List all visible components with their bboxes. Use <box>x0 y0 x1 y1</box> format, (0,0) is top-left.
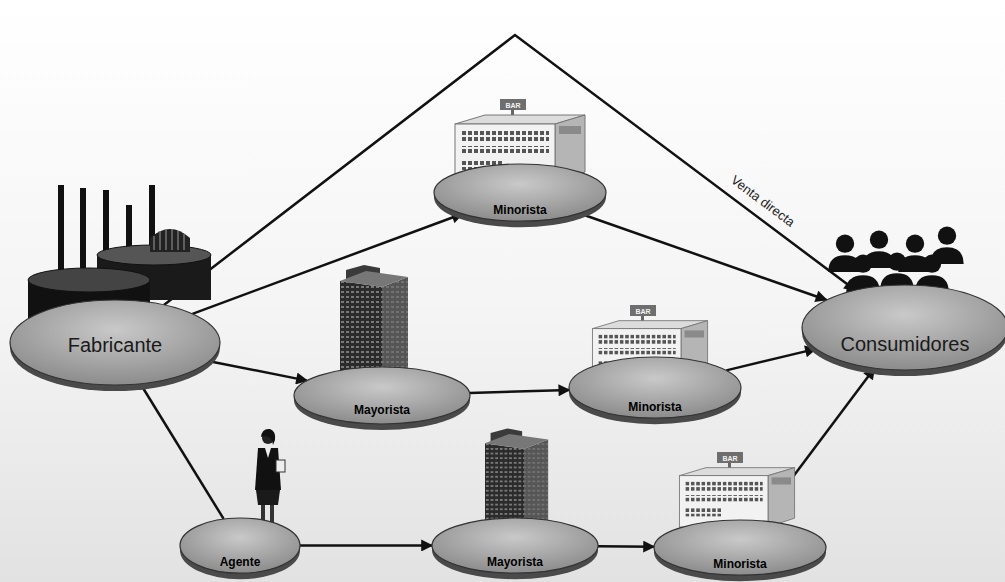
sign-holder: BAR <box>635 307 650 314</box>
node-label: Fabricante <box>68 333 163 357</box>
channel-platform: Minorista <box>652 519 828 581</box>
platform-ellipse <box>292 366 472 430</box>
node-label: Mayorista <box>354 403 410 417</box>
channel-platform: Fabricante <box>8 299 222 391</box>
channel-arrow <box>300 544 432 547</box>
channel-arrow <box>192 214 462 314</box>
shop-sign: BAR <box>722 454 737 461</box>
shop-building <box>679 452 794 527</box>
consumer-group <box>828 227 963 293</box>
platform-ellipse <box>652 519 828 581</box>
platform-ellipse <box>567 356 743 424</box>
node-label: Minorista <box>493 203 546 217</box>
channel-arrow <box>470 390 570 393</box>
sign-holder: BAR <box>722 454 737 461</box>
channel-platform: Minorista <box>567 356 743 424</box>
agent-figure <box>255 429 285 530</box>
node-label: Agente <box>220 555 261 569</box>
channel-platform: Consumidores <box>800 284 1005 376</box>
channel-platform: Mayorista <box>292 366 472 430</box>
node-label: Mayorista <box>487 555 543 569</box>
platform-ellipse <box>178 517 302 579</box>
node-label: Minorista <box>713 557 766 571</box>
channel-arrow <box>140 384 223 519</box>
edge-label: Venta directa <box>728 172 798 230</box>
channel-platform: Mayorista <box>430 517 600 579</box>
channel-arrow <box>209 361 307 380</box>
channel-platform: Minorista <box>432 163 608 227</box>
channel-platform: Agente <box>178 517 302 579</box>
platform-ellipse <box>800 284 1005 376</box>
node-label: Consumidores <box>841 332 970 356</box>
channel-arrow <box>598 545 654 548</box>
sign-holder: BAR <box>505 101 520 108</box>
edge-label-holder: Venta directa <box>728 172 798 230</box>
node-label: Minorista <box>628 400 681 414</box>
platform-ellipse <box>432 163 608 227</box>
channel-arrow <box>726 349 816 371</box>
platform-ellipse <box>430 517 600 579</box>
shop-sign: BAR <box>505 101 520 108</box>
channel-arrow <box>164 35 855 305</box>
shop-sign: BAR <box>635 307 650 314</box>
